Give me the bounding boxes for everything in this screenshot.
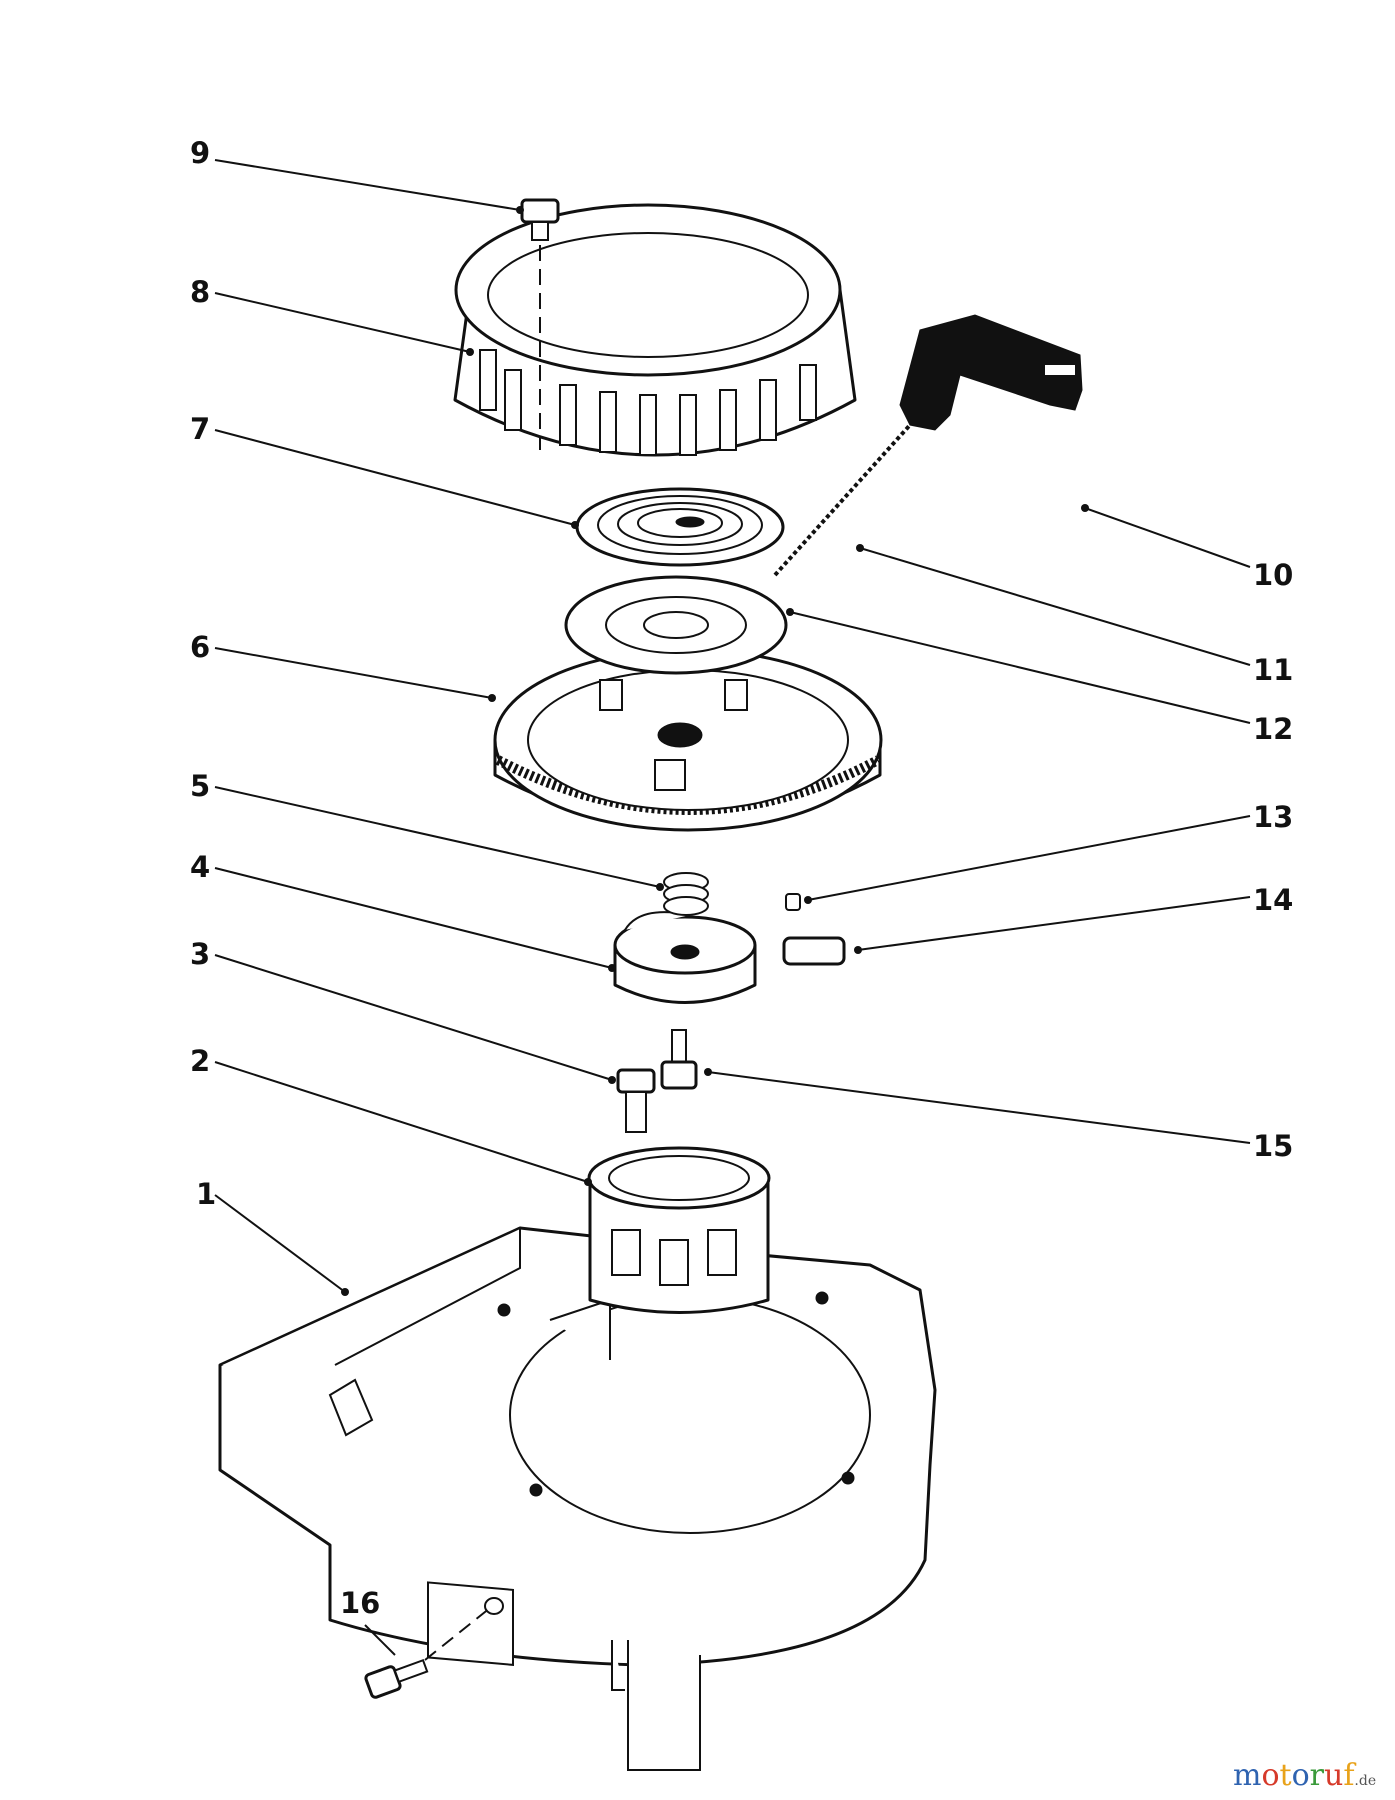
callout-12: 12 — [1253, 712, 1293, 746]
watermark-letter: r — [1310, 1758, 1325, 1793]
callout-7: 7 — [190, 412, 210, 446]
leader-16 — [364, 1624, 396, 1656]
watermark-letter: u — [1324, 1758, 1343, 1793]
callout-3: 3 — [190, 937, 210, 971]
part-10-handle — [899, 314, 1083, 431]
leader-dots — [341, 206, 1089, 1296]
part-2-starter-cup — [587, 1146, 771, 1314]
watermark-logo: motoruf.de — [1233, 1758, 1376, 1793]
callout-14: 14 — [1253, 883, 1293, 917]
leader-10 — [1084, 507, 1251, 568]
part-16-screw — [364, 1607, 491, 1699]
callout-9: 9 — [190, 136, 210, 170]
leader-4 — [214, 867, 613, 969]
leader-13 — [807, 815, 1251, 901]
watermark-letter: o — [1292, 1758, 1310, 1793]
leader-9 — [214, 159, 521, 211]
watermark-letter: o — [1261, 1758, 1279, 1793]
leader-2 — [214, 1061, 589, 1183]
callout-6: 6 — [190, 630, 210, 664]
watermark-letter: t — [1280, 1758, 1292, 1793]
callout-13: 13 — [1253, 800, 1293, 834]
callout-16: 16 — [340, 1586, 380, 1620]
callout-1: 1 — [196, 1177, 216, 1211]
leader-8 — [214, 292, 471, 353]
leader-14 — [857, 896, 1251, 951]
callout-5: 5 — [190, 769, 210, 803]
part-7-recoil-spring — [575, 487, 785, 567]
callout-11: 11 — [1253, 653, 1293, 687]
leader-5 — [214, 786, 661, 888]
part-1-blower-housing — [218, 1226, 937, 1771]
part-3-screw — [616, 1068, 656, 1133]
callout-10: 10 — [1253, 558, 1293, 592]
watermark-letter: m — [1233, 1758, 1261, 1793]
part-5-spring — [663, 872, 709, 916]
svg-text:motoruf.de: motoruf.de — [1233, 1758, 1376, 1793]
watermark-letter: f — [1343, 1758, 1356, 1793]
callout-labels: 9 8 7 6 5 4 3 2 1 10 11 12 13 14 15 16 — [190, 136, 1293, 1620]
part-6-pulley — [493, 648, 883, 832]
part-14-pawl — [782, 936, 846, 966]
leader-15 — [707, 1071, 1251, 1144]
part-12-ratchet — [564, 575, 788, 675]
leader-1 — [214, 1194, 346, 1293]
leader-12 — [789, 611, 1251, 724]
callout-8: 8 — [190, 275, 210, 309]
callout-2: 2 — [190, 1044, 210, 1078]
leader-11 — [859, 547, 1251, 666]
leader-6 — [214, 647, 493, 699]
part-15-shoulder-screw — [660, 1029, 698, 1090]
watermark-suffix: .de — [1354, 1773, 1376, 1789]
leader-7 — [214, 429, 576, 526]
leader-3 — [214, 954, 613, 1081]
part-8-starter-housing — [453, 203, 857, 457]
part-4-pawl-cup — [613, 911, 757, 1004]
callout-15: 15 — [1253, 1129, 1293, 1163]
callout-4: 4 — [190, 850, 210, 884]
leader-lines — [214, 159, 1251, 1656]
part-11-rope — [773, 423, 912, 577]
part-13-pawl-spring — [785, 893, 801, 911]
